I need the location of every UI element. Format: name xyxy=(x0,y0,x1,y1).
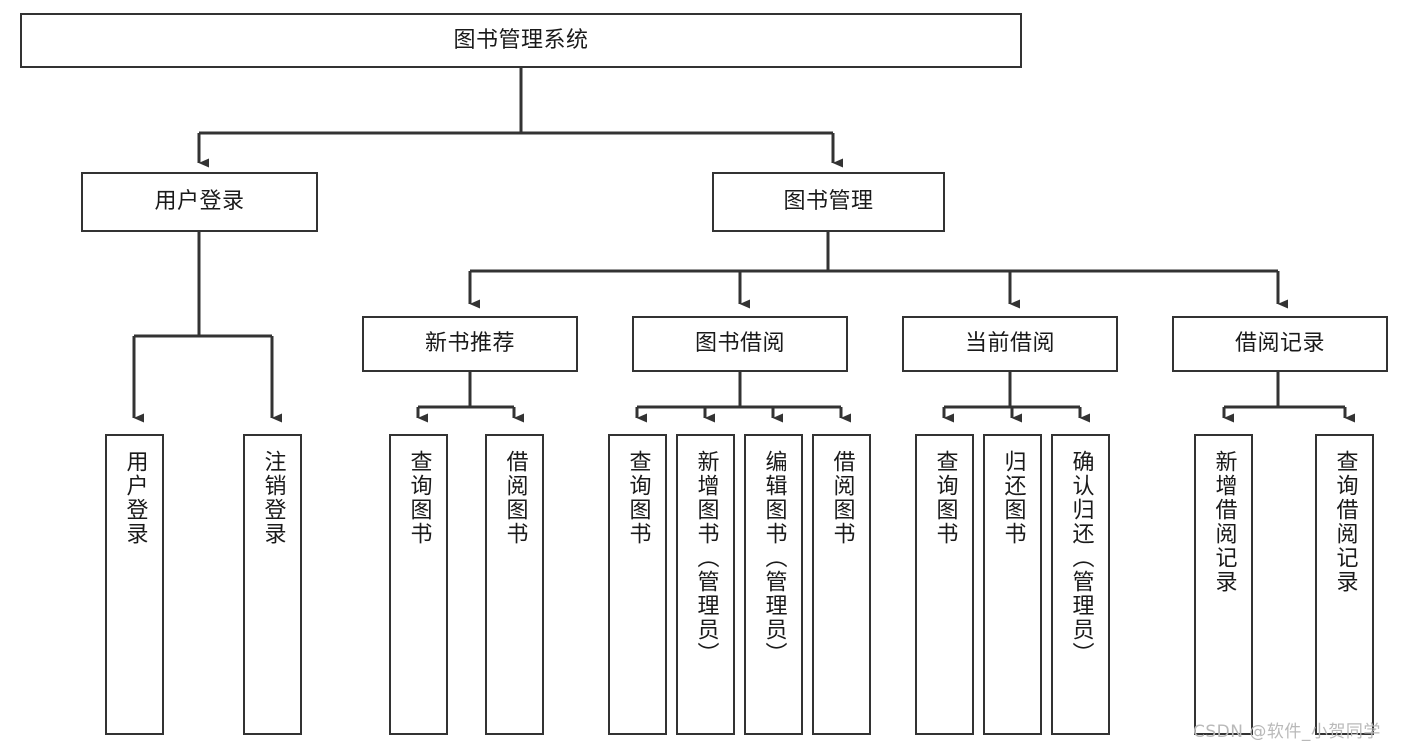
node-book-borrow[interactable]: 图书借阅 xyxy=(632,316,848,372)
node-label: 图书管理 xyxy=(783,189,874,215)
leaf-borrow-borrow-book[interactable]: 借阅图书 xyxy=(812,434,871,735)
node-label: 图书管理系统 xyxy=(453,27,589,53)
node-label: 新书推荐 xyxy=(424,331,515,357)
node-label: 查询图书 xyxy=(406,450,432,546)
node-label: 借阅图书 xyxy=(502,450,528,546)
leaf-borrow-query-book[interactable]: 查询图书 xyxy=(608,434,667,735)
node-book-management[interactable]: 图书管理 xyxy=(712,172,945,232)
node-new-book-recommend[interactable]: 新书推荐 xyxy=(362,316,578,372)
leaf-record-query-record[interactable]: 查询借阅记录 xyxy=(1315,434,1374,735)
leaf-new-book-borrow[interactable]: 借阅图书 xyxy=(485,434,544,735)
node-user-login[interactable]: 用户登录 xyxy=(81,172,318,232)
node-label: 注销登录 xyxy=(260,450,286,546)
node-label: 图书借阅 xyxy=(694,331,785,357)
node-label: 查询图书 xyxy=(932,450,958,546)
leaf-user-login-logout[interactable]: 注销登录 xyxy=(243,434,302,735)
node-label: 编辑图书（管理员） xyxy=(761,450,787,666)
node-label: 用户登录 xyxy=(122,450,148,546)
node-label: 用户登录 xyxy=(154,189,245,215)
leaf-current-return-book[interactable]: 归还图书 xyxy=(983,434,1042,735)
node-label: 查询借阅记录 xyxy=(1332,450,1358,594)
node-borrow-record[interactable]: 借阅记录 xyxy=(1172,316,1388,372)
csdn-watermark: CSDN @软件_小贺同学 xyxy=(1193,722,1381,742)
leaf-borrow-add-book-admin[interactable]: 新增图书（管理员） xyxy=(676,434,735,735)
node-label: 新增借阅记录 xyxy=(1211,450,1237,594)
node-current-borrow[interactable]: 当前借阅 xyxy=(902,316,1118,372)
node-label: 确认归还（管理员） xyxy=(1068,450,1094,666)
leaf-user-login-login[interactable]: 用户登录 xyxy=(105,434,164,735)
leaf-current-query-book[interactable]: 查询图书 xyxy=(915,434,974,735)
leaf-record-add-record[interactable]: 新增借阅记录 xyxy=(1194,434,1253,735)
leaf-new-book-query[interactable]: 查询图书 xyxy=(389,434,448,735)
node-label: 当前借阅 xyxy=(964,331,1055,357)
node-label: 查询图书 xyxy=(625,450,651,546)
node-label: 归还图书 xyxy=(1000,450,1026,546)
leaf-current-confirm-return-admin[interactable]: 确认归还（管理员） xyxy=(1051,434,1110,735)
node-root-system[interactable]: 图书管理系统 xyxy=(20,13,1022,68)
leaf-borrow-edit-book-admin[interactable]: 编辑图书（管理员） xyxy=(744,434,803,735)
node-label: 借阅记录 xyxy=(1234,331,1325,357)
node-label: 借阅图书 xyxy=(829,450,855,546)
node-label: 新增图书（管理员） xyxy=(693,450,719,666)
